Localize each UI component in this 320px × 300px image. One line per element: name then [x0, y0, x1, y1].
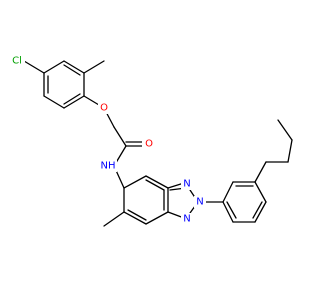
bond	[127, 209, 147, 221]
bond	[287, 139, 293, 163]
structure-canvas: Cl O O NH N N	[9, 55, 293, 227]
molecule-structure: Cl O O NH N N	[9, 55, 293, 227]
bond	[43, 60, 65, 74]
bond	[123, 175, 147, 189]
amide-nh-atom: NH	[99, 160, 117, 172]
bond	[145, 179, 165, 191]
carbonyl-oxygen-label: O	[145, 139, 153, 150]
bond	[63, 64, 81, 76]
chlorine-atom: Cl	[9, 55, 25, 67]
triazole-n3-atom: N	[181, 213, 193, 225]
atom-label-layer: Cl O O NH N N	[9, 55, 206, 225]
bond	[113, 126, 127, 147]
bond	[123, 211, 147, 225]
carbonyl-oxygen-atom: O	[142, 138, 154, 150]
bond	[252, 201, 263, 219]
bond	[63, 60, 85, 74]
bond	[43, 95, 65, 109]
amide-nh-label: NH	[101, 161, 116, 172]
bond	[254, 201, 267, 223]
bond	[254, 181, 267, 203]
bond	[103, 211, 125, 227]
bond	[63, 95, 85, 109]
triazole-n1-label: N	[183, 179, 190, 190]
bond	[222, 201, 234, 223]
bond	[226, 201, 237, 219]
triazole-n3-label: N	[183, 214, 190, 225]
triazole-n2-label: N	[196, 197, 203, 208]
bond	[63, 93, 81, 105]
bond	[254, 161, 267, 183]
ether-oxygen-atom: O	[98, 102, 110, 114]
bond	[83, 60, 105, 74]
triazole-n2-atom: N	[194, 196, 206, 208]
bond	[23, 60, 45, 74]
bond	[145, 211, 169, 225]
bond	[145, 175, 169, 189]
triazole-n1-atom: N	[181, 178, 193, 190]
bond	[277, 119, 293, 141]
bond-layer	[23, 60, 293, 227]
chlorine-label: Cl	[12, 56, 22, 67]
bond	[222, 181, 234, 203]
ether-oxygen-label: O	[100, 103, 108, 114]
